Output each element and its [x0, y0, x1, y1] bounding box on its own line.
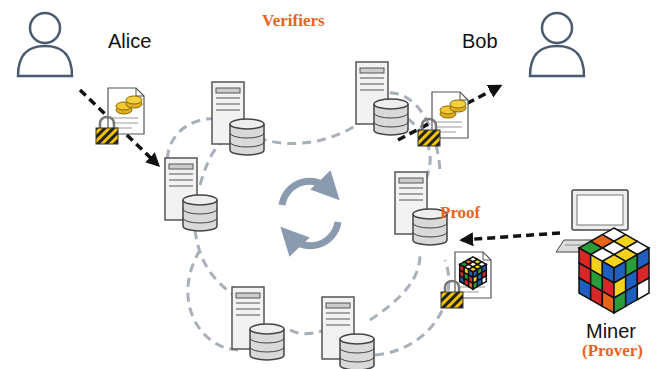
arrow-label: Proof — [440, 204, 480, 223]
role-name: Miner — [586, 320, 636, 342]
group-title: Verifiers — [262, 12, 325, 31]
role-note: (Prover) — [582, 342, 643, 361]
consensus-cycle — [282, 181, 338, 245]
person-name: Alice — [108, 30, 151, 52]
person-name: Bob — [462, 30, 498, 52]
